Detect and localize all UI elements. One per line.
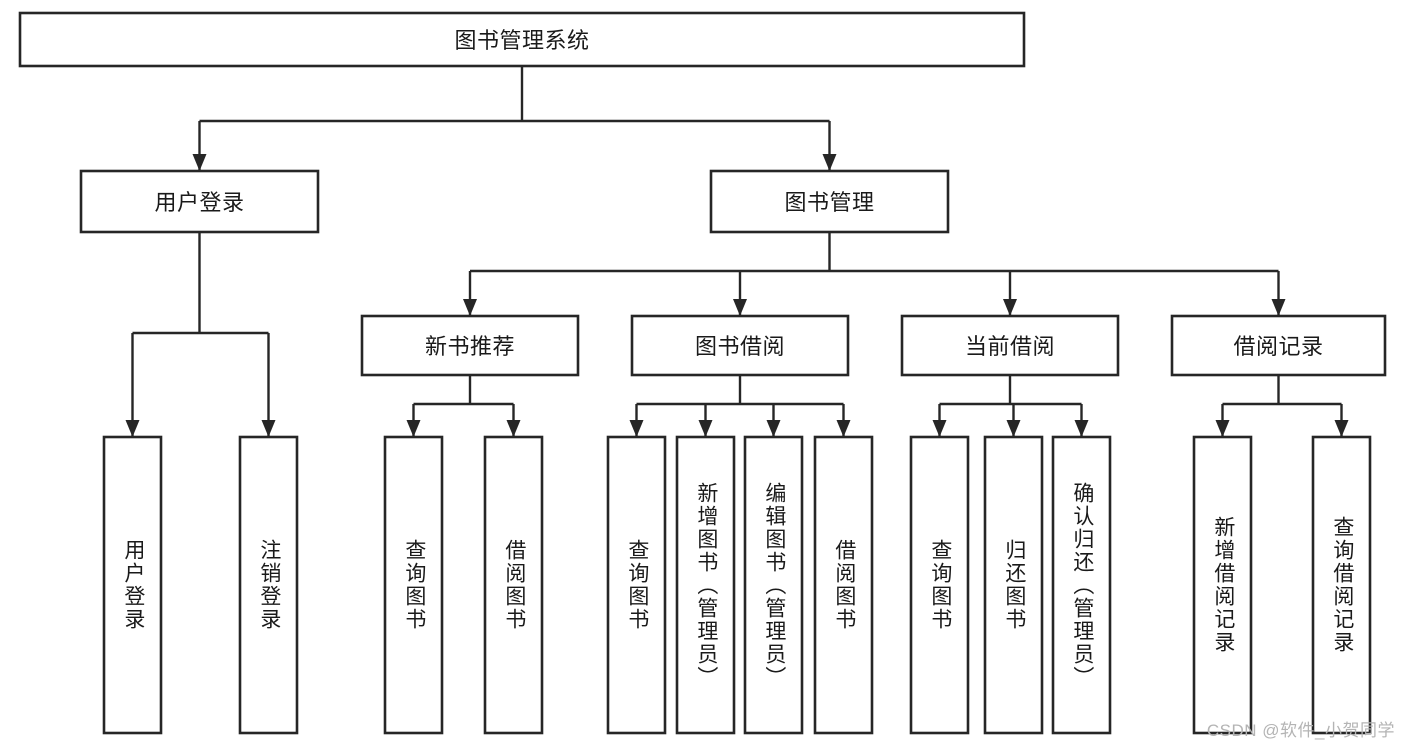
- arrow-head-leaf-query-book-2: [629, 420, 644, 437]
- arrow-head-l3-1: [733, 299, 747, 316]
- node-label-book-manage: 图书管理: [784, 190, 874, 215]
- node-box-new-book-rec[interactable]: [360, 314, 580, 377]
- connectors-layer: [125, 66, 1349, 437]
- arrow-head-leaf-query-book-3: [932, 420, 947, 437]
- node-box-leaf-borrow-book-1[interactable]: [483, 435, 544, 735]
- arrow-head-leaf-add-record: [1215, 420, 1230, 437]
- node-box-leaf-query-record[interactable]: [1311, 435, 1372, 735]
- node-label-book-borrow: 图书借阅: [695, 334, 785, 359]
- node-label-current-borrow: 当前借阅: [965, 334, 1055, 359]
- node-box-leaf-return-book[interactable]: [983, 435, 1044, 735]
- arrow-head-leaf-query-book-1: [406, 420, 421, 437]
- arrow-head-leaf-edit-book: [766, 420, 781, 437]
- arrow-head-leaf-confirm-return: [1074, 420, 1089, 437]
- node-box-root[interactable]: [18, 11, 1026, 68]
- node-box-leaf-user-logout[interactable]: [238, 435, 299, 735]
- arrow-head-l2-1: [822, 154, 837, 171]
- node-box-leaf-user-login[interactable]: [102, 435, 163, 735]
- node-box-leaf-query-book-1[interactable]: [383, 435, 444, 735]
- node-label-root: 图书管理系统: [454, 28, 589, 53]
- node-box-leaf-query-book-2[interactable]: [606, 435, 667, 735]
- node-box-leaf-add-record[interactable]: [1192, 435, 1253, 735]
- arrow-head-leaf-borrow-book-1: [506, 420, 521, 437]
- arrow-head-leaf-user-login: [125, 420, 140, 437]
- node-box-user-login[interactable]: [79, 169, 320, 234]
- arrow-head-l3-3: [1271, 299, 1286, 316]
- node-boxes-layer: [18, 11, 1387, 735]
- node-box-leaf-query-book-3[interactable]: [909, 435, 970, 735]
- node-box-leaf-add-book[interactable]: [675, 435, 736, 735]
- arrow-head-leaf-borrow-book-2: [836, 420, 851, 437]
- arrow-head-leaf-user-logout: [261, 420, 276, 437]
- arrow-head-leaf-query-record: [1334, 420, 1349, 437]
- node-label-user-login: 用户登录: [154, 190, 244, 215]
- arrow-head-leaf-return-book: [1006, 420, 1021, 437]
- node-box-leaf-borrow-book-2[interactable]: [813, 435, 874, 735]
- node-box-current-borrow[interactable]: [900, 314, 1120, 377]
- node-label-borrow-record: 借阅记录: [1233, 334, 1323, 359]
- node-label-new-book-rec: 新书推荐: [425, 334, 515, 359]
- arrow-head-l3-0: [463, 299, 477, 316]
- node-box-borrow-record[interactable]: [1170, 314, 1387, 377]
- arrow-head-l3-2: [1003, 299, 1017, 316]
- node-box-leaf-edit-book[interactable]: [743, 435, 804, 735]
- arrow-head-leaf-add-book: [698, 420, 713, 437]
- node-box-book-borrow[interactable]: [630, 314, 850, 377]
- node-box-leaf-confirm-return[interactable]: [1051, 435, 1112, 735]
- node-box-book-manage[interactable]: [709, 169, 950, 234]
- arrow-head-l2-0: [192, 154, 207, 171]
